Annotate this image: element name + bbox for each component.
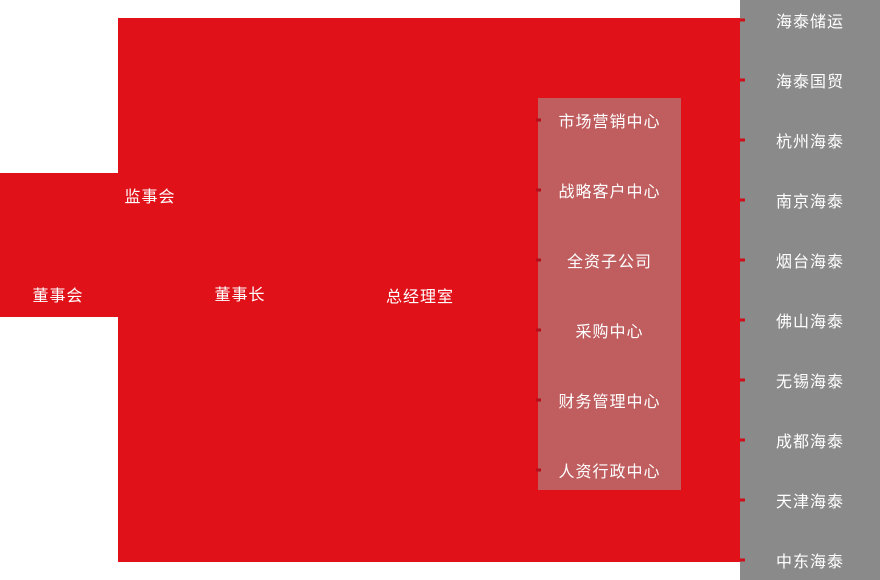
board-label: 董事会 [32, 288, 84, 305]
subsidiary-item-label: 海泰国贸 [775, 74, 844, 91]
connector-dash [536, 188, 541, 192]
subsidiary-item-label: 成都海泰 [775, 434, 844, 451]
center-item-label: 采购中心 [575, 324, 644, 341]
connector-dash [740, 558, 745, 562]
center-item-label: 财务管理中心 [558, 394, 661, 411]
center-item: 全资子公司 [536, 225, 681, 295]
subsidiary-item-label: 海泰储运 [775, 14, 844, 31]
subsidiary-item: 成都海泰 [740, 410, 880, 470]
connector-dash [740, 378, 745, 382]
subsidiary-item-label: 杭州海泰 [775, 134, 844, 151]
connector-dash [740, 498, 745, 502]
subsidiary-item: 海泰储运 [740, 0, 880, 50]
connector-dash [740, 198, 745, 202]
board-node [0, 173, 118, 317]
centers-list: 市场营销中心 战略客户中心 全资子公司 采购中心 财务管理中心 人资行政中心 [536, 85, 681, 505]
connector-dash [740, 258, 745, 262]
chairman-label: 董事长 [214, 287, 266, 304]
center-item: 采购中心 [536, 295, 681, 365]
center-item-label: 全资子公司 [566, 254, 652, 271]
subsidiary-item: 烟台海泰 [740, 230, 880, 290]
connector-dash [536, 118, 541, 122]
subsidiaries-list: 海泰储运 海泰国贸 杭州海泰 南京海泰 烟台海泰 佛山海泰 [740, 0, 880, 580]
subsidiary-item: 佛山海泰 [740, 290, 880, 350]
connector-dash [740, 18, 745, 22]
connector-dash [536, 398, 541, 402]
connector-dash [536, 328, 541, 332]
subsidiary-item: 无锡海泰 [740, 350, 880, 410]
center-item: 人资行政中心 [536, 435, 681, 505]
connector-dash [536, 258, 541, 262]
subsidiary-item: 天津海泰 [740, 470, 880, 530]
subsidiary-item-label: 烟台海泰 [775, 254, 844, 271]
subsidiary-item: 海泰国贸 [740, 50, 880, 110]
gm-office-label: 总经理室 [385, 289, 455, 306]
connector-dash [740, 78, 745, 82]
connector-dash [740, 318, 745, 322]
supervisory-label: 监事会 [124, 189, 176, 206]
center-item: 市场营销中心 [536, 85, 681, 155]
subsidiary-item-label: 天津海泰 [775, 494, 844, 511]
center-item: 战略客户中心 [536, 155, 681, 225]
subsidiary-item-label: 南京海泰 [775, 194, 844, 211]
center-item-label: 市场营销中心 [558, 114, 661, 131]
subsidiary-item-label: 佛山海泰 [775, 314, 844, 331]
subsidiary-item: 南京海泰 [740, 170, 880, 230]
center-item: 财务管理中心 [536, 365, 681, 435]
centers-panel: 市场营销中心 战略客户中心 全资子公司 采购中心 财务管理中心 人资行政中心 [536, 98, 681, 490]
connector-dash [740, 138, 745, 142]
subsidiaries-panel: 海泰储运 海泰国贸 杭州海泰 南京海泰 烟台海泰 佛山海泰 [740, 0, 880, 580]
center-item-label: 战略客户中心 [558, 184, 661, 201]
center-item-label: 人资行政中心 [558, 464, 661, 481]
subsidiary-item-label: 无锡海泰 [775, 374, 844, 391]
connector-dash [740, 438, 745, 442]
subsidiary-item-label: 中东海泰 [775, 554, 844, 571]
subsidiary-item: 杭州海泰 [740, 110, 880, 170]
subsidiary-item: 中东海泰 [740, 530, 880, 580]
connector-dash [536, 468, 541, 472]
